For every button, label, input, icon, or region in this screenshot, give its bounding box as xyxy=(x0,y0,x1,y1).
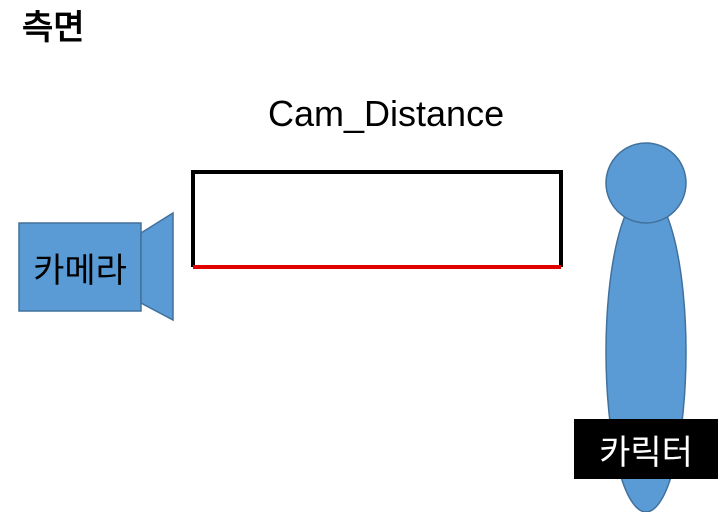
diagram-title: 측면 xyxy=(22,8,85,48)
distance-bracket xyxy=(191,170,563,267)
character-head xyxy=(605,142,687,224)
character-label: 카릭터 xyxy=(574,419,718,479)
camera-lens xyxy=(140,211,174,322)
cam-distance-label: Cam_Distance xyxy=(268,93,505,134)
camera-body xyxy=(18,222,142,312)
camera-label: 카메라 xyxy=(33,250,127,291)
